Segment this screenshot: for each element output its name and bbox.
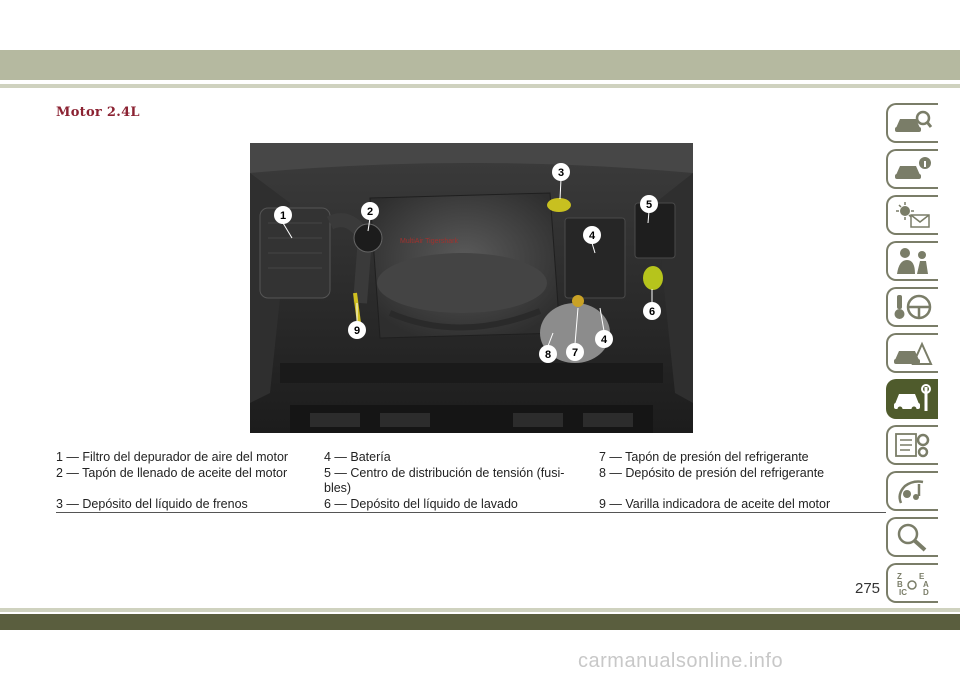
callout-5: 5 [640, 195, 658, 224]
callout-label: 2 [367, 206, 373, 218]
watermark: carmanualsonline.info [578, 650, 784, 672]
top-header-line [0, 84, 960, 88]
footer-line [0, 608, 960, 612]
tab-technical-specs[interactable] [886, 425, 938, 465]
callout-2: 2 [361, 202, 379, 232]
caption-item-7: 7 — Tapón de presión del refrigerante [599, 450, 809, 464]
multimedia-icon [898, 480, 924, 504]
svg-text:A: A [923, 580, 929, 589]
callout-label: 4 [601, 334, 608, 346]
alphabet-index-icon: Z E A B IC D [897, 572, 929, 597]
svg-text:Z: Z [897, 572, 902, 581]
svg-text:IC: IC [899, 588, 907, 597]
caption-item-1: 1 — Filtro del depurador de aire del mot… [56, 450, 289, 464]
footer-band [0, 614, 960, 630]
caption-rule [56, 512, 886, 513]
tab-car-search[interactable] [886, 103, 938, 143]
callout-8: 8 [539, 332, 557, 363]
caption-item-2: 2 — Tapón de llenado de aceite del motor [56, 465, 288, 480]
callout-label: 9 [354, 325, 360, 337]
caption-item-8: 8 — Depósito de presión del refrigerante [599, 465, 825, 480]
caption-row: 1 — Filtro del depurador de aire del mot… [56, 450, 886, 465]
tab-servicing-maintenance[interactable] [886, 379, 938, 419]
tab-emergency[interactable] [886, 333, 938, 373]
caption-row: 3 — Depósito del líquido de frenos 6 — D… [56, 497, 886, 512]
caption-item-4: 4 — Batería [324, 450, 391, 464]
svg-text:D: D [923, 588, 929, 597]
caption-item-9: 9 — Varilla indicadora de aceite del mot… [599, 496, 831, 511]
caption-item-3: 3 — Depósito del líquido de frenos [56, 496, 248, 511]
tab-car-info[interactable] [886, 149, 938, 189]
engine-bay-photo: MultiAir Tigershark 1 2 3 4 5 [250, 143, 693, 433]
tab-safety[interactable] [886, 241, 938, 281]
warning-lights-message-icon [896, 202, 930, 228]
caption-item-5: 5 — Centro de distribución de tensión (f… [324, 465, 565, 480]
section-title: Motor 2.4L [56, 105, 140, 120]
car-wrench-icon [894, 384, 931, 412]
callout-4-top: 4 [583, 226, 601, 254]
page-number: 275 [855, 580, 881, 597]
safety-occupant-icon [897, 248, 928, 274]
index-search-icon [897, 523, 927, 552]
chapter-tabs: Z E A B IC D [886, 103, 938, 609]
callout-label: 5 [646, 199, 652, 211]
caption-row: 2 — Tapón de llenado de aceite del motor… [56, 466, 886, 481]
engine-bay-illustration: MultiAir Tigershark 1 2 3 4 5 [250, 143, 693, 433]
tab-index[interactable] [886, 517, 938, 557]
caption-item-5-cont: bles) [324, 481, 352, 495]
callout-1: 1 [274, 206, 293, 239]
caption-row: bles) [56, 481, 886, 496]
specs-gears-icon [895, 433, 930, 458]
caption-item-blank [56, 481, 324, 496]
callout-label: 6 [649, 306, 655, 318]
steering-key-icon [894, 294, 932, 320]
engine-cover-text: MultiAir Tigershark [400, 238, 458, 245]
tab-alphabetical-index[interactable]: Z E A B IC D [886, 563, 938, 603]
callout-label: 3 [558, 167, 564, 179]
car-info-icon [895, 157, 931, 179]
callout-label: 1 [280, 210, 286, 222]
top-header-band [0, 50, 960, 80]
caption-table: 1 — Filtro del depurador de aire del mot… [56, 450, 886, 511]
car-search-icon [895, 110, 933, 132]
callout-3: 3 [552, 163, 570, 200]
car-warning-triangle-icon [894, 341, 933, 365]
tab-warning-lights[interactable] [886, 195, 938, 235]
callout-4-bottom: 4 [595, 307, 613, 348]
callout-7: 7 [566, 307, 584, 361]
tab-multimedia[interactable] [886, 471, 938, 511]
callout-9: 9 [348, 303, 366, 339]
callout-6: 6 [643, 289, 661, 320]
caption-item-6: 6 — Depósito del líquido de lavado [324, 496, 518, 511]
callout-label: 4 [589, 230, 596, 242]
svg-text:E: E [919, 572, 925, 581]
svg-text:B: B [897, 580, 903, 589]
caption-item-blank [599, 481, 886, 496]
tab-starting-operating[interactable] [886, 287, 938, 327]
callout-label: 7 [572, 347, 578, 359]
callout-label: 8 [545, 349, 551, 361]
